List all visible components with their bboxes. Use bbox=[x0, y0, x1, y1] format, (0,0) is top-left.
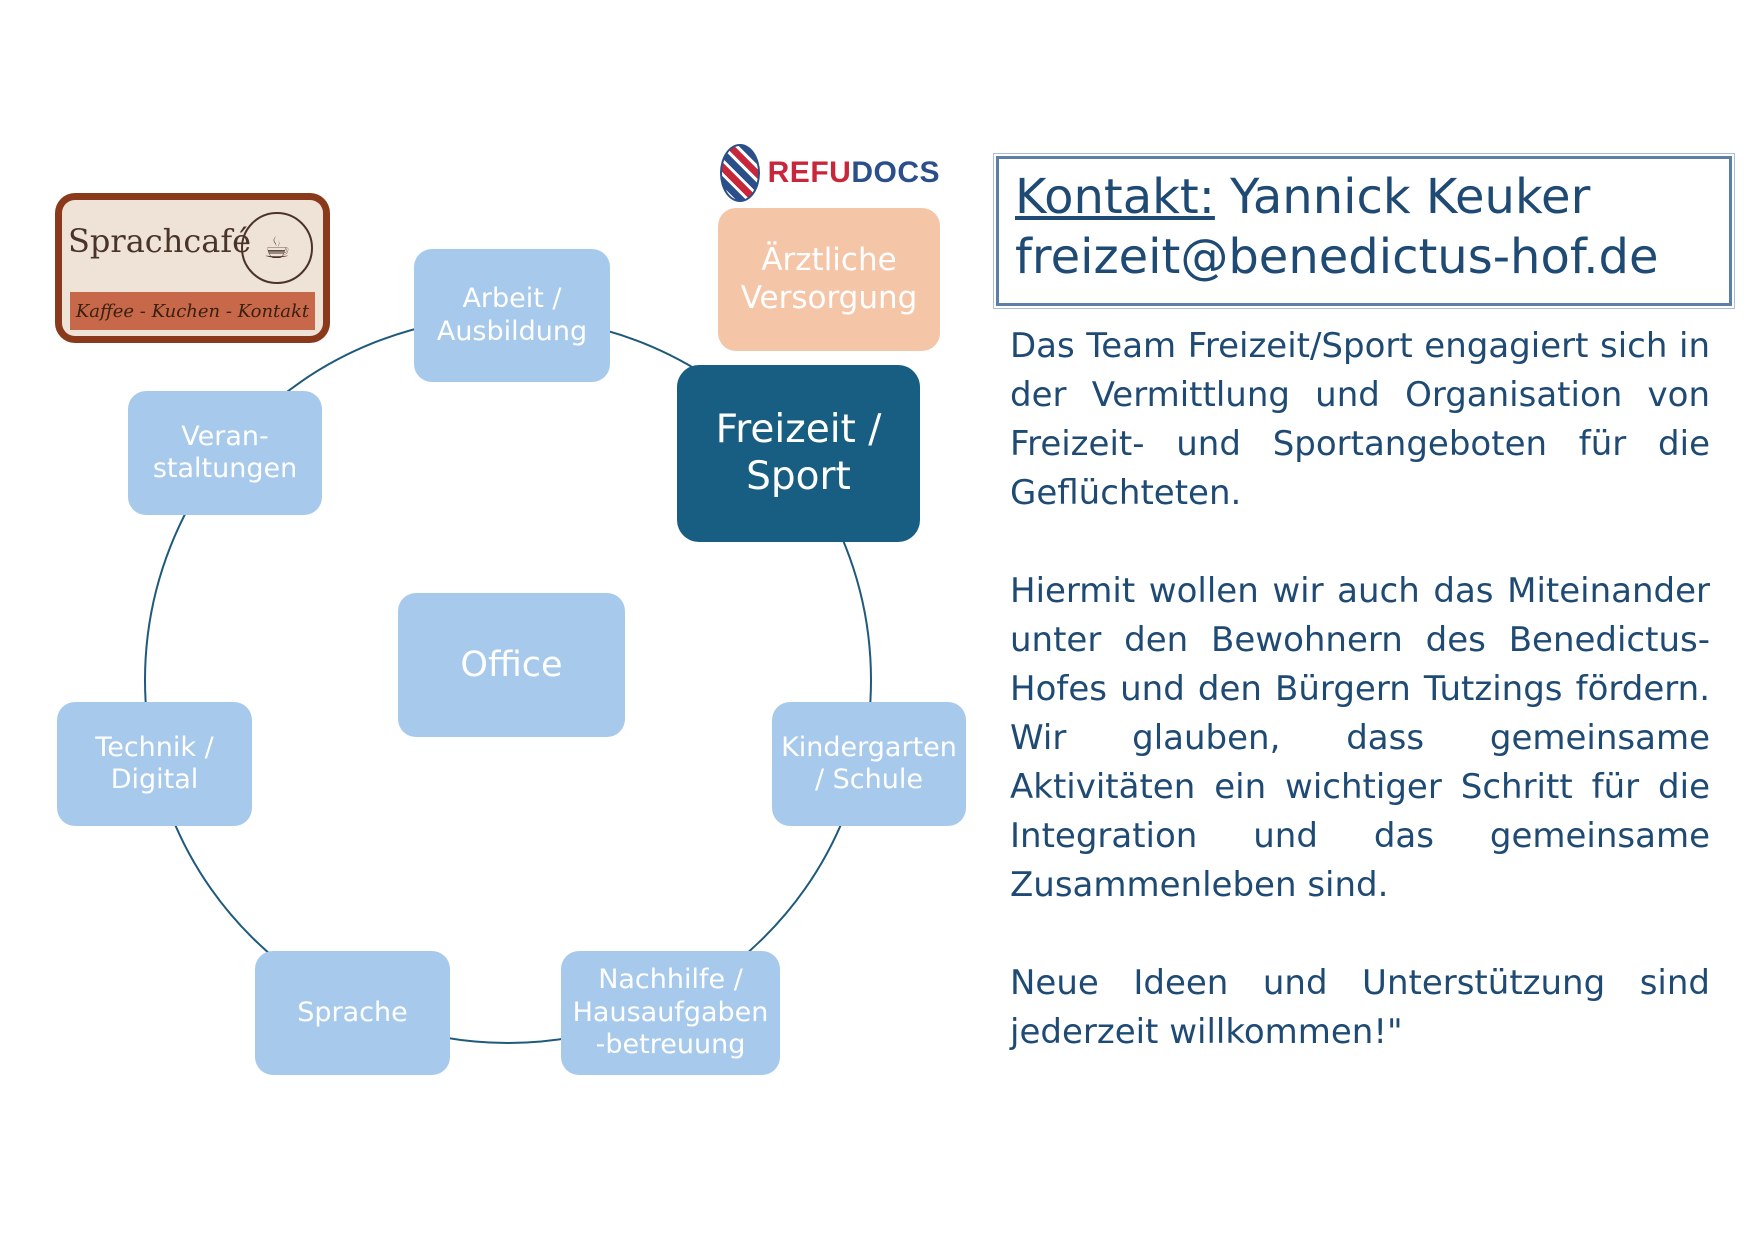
node-technik-digital: Technik / Digital bbox=[57, 702, 252, 826]
refudocs-word-docs: DOCS bbox=[851, 156, 940, 189]
sprachcafe-logo: Sprachcafé ☕ Kaffee - Kuchen - Kontakt bbox=[55, 193, 330, 343]
node-office: Office bbox=[398, 593, 625, 737]
paragraph-goal: Hiermit wollen wir auch das Miteinander … bbox=[1010, 571, 1710, 905]
node-sprache: Sprache bbox=[255, 951, 450, 1075]
node-kindergarten-schule: Kindergarten / Schule bbox=[772, 702, 966, 826]
contact-email: freizeit@benedictus-hof.de bbox=[1015, 229, 1659, 285]
node-freizeit-sport: Freizeit / Sport bbox=[677, 365, 920, 542]
paragraph-intro: Das Team Freizeit/Sport engagiert sich i… bbox=[1010, 326, 1710, 513]
sprachcafe-tagline: Kaffee - Kuchen - Kontakt bbox=[70, 292, 315, 330]
globe-icon bbox=[720, 144, 760, 202]
paragraph-invite: Neue Ideen und Unterstützung sind jederz… bbox=[1010, 963, 1710, 1052]
contact-line: Kontakt: Yannick Keuker bbox=[1015, 167, 1713, 227]
node-arbeit-ausbildung: Arbeit / Ausbildung bbox=[414, 249, 610, 382]
contact-box: Kontakt: Yannick Keuker freizeit@benedic… bbox=[993, 153, 1735, 309]
description-text: Das Team Freizeit/Sport engagiert sich i… bbox=[1010, 322, 1710, 1106]
refudocs-word-refu: REFU bbox=[767, 156, 852, 189]
contact-label: Kontakt: bbox=[1015, 169, 1215, 225]
node-nachhilfe: Nachhilfe / Hausaufgaben -betreuung bbox=[561, 951, 780, 1075]
node-aerztliche-versorgung: Ärztliche Versorgung bbox=[718, 208, 940, 351]
sprachcafe-name: Sprachcafé bbox=[68, 222, 252, 260]
contact-name: Yannick Keuker bbox=[1230, 169, 1591, 225]
node-veranstaltungen: Veran- staltungen bbox=[128, 391, 322, 515]
coffee-cup-icon: ☕ bbox=[241, 212, 313, 284]
